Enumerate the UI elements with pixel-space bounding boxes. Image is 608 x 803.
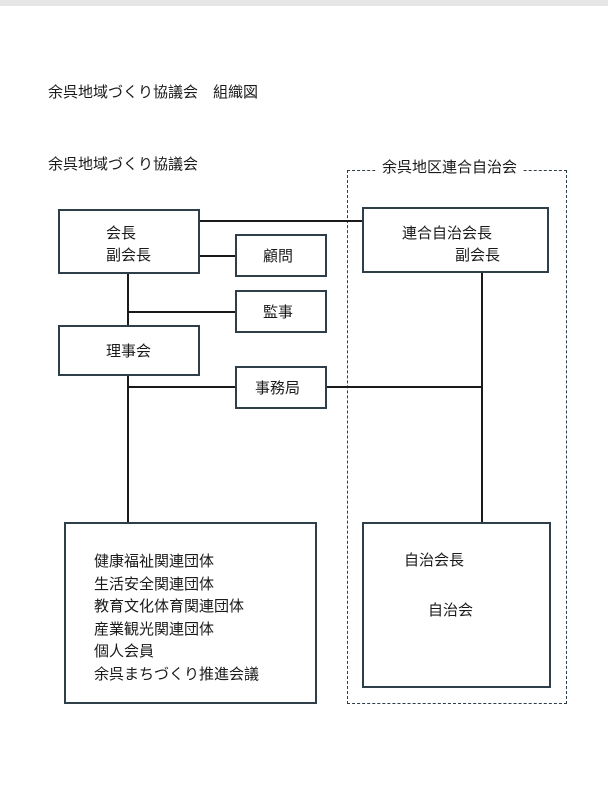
page-title: 余呉地域づくり協議会 組織図 [48,83,259,101]
neighborhood-box: 自治会長 自治会 [362,522,551,688]
right-org-label: 余呉地区連合自治会 [376,157,524,177]
chair-to-advisor-line [199,255,236,257]
member-group-item: 生活安全関連団体 [94,574,215,593]
secretariat-box: 事務局 [235,366,327,409]
advisor-label: 顧問 [263,247,294,265]
neighborhood-chair-label: 自治会長 [404,551,465,569]
vice-chair-label: 副会長 [106,246,152,264]
chair-label: 会長 [106,224,137,242]
secretariat-left-line [127,386,236,388]
federation-vertical-line [481,272,483,524]
auditor-line [127,311,236,313]
chair-to-board-line [127,273,129,326]
board-box: 理事会 [58,325,200,376]
federation-vice-chair-label: 副会長 [455,246,501,264]
neighborhood-association-label: 自治会 [428,601,474,619]
member-group-item: 健康福祉関連団体 [94,552,215,570]
member-group-item: 余呉まちづくり推進会議 [94,664,260,683]
left-org-label: 余呉地域づくり協議会 [48,155,199,173]
auditor-label: 監事 [263,303,294,321]
federation-chair-label: 連合自治会長 [402,224,493,242]
auditor-box: 監事 [235,290,327,333]
top-bar [0,0,608,6]
member-groups-list: 健康福祉関連団体 生活安全関連団体 教育文化体育関連団体 産業観光関連団体 個人… [94,550,259,685]
board-label: 理事会 [106,342,152,360]
member-groups-box: 健康福祉関連団体 生活安全関連団体 教育文化体育関連団体 産業観光関連団体 個人… [64,522,317,704]
federation-chair-box: 連合自治会長 副会長 [362,207,549,273]
chair-box: 会長 副会長 [58,209,200,274]
secretariat-label: 事務局 [255,379,301,397]
member-group-item: 産業観光関連団体 [94,619,215,638]
member-group-item: 教育文化体育関連団体 [94,597,245,615]
secretariat-right-line [326,386,483,388]
member-group-item: 個人会員 [94,642,155,660]
chair-to-federation-line [199,220,363,222]
advisor-box: 顧問 [235,234,327,277]
board-to-members-line [127,375,129,523]
